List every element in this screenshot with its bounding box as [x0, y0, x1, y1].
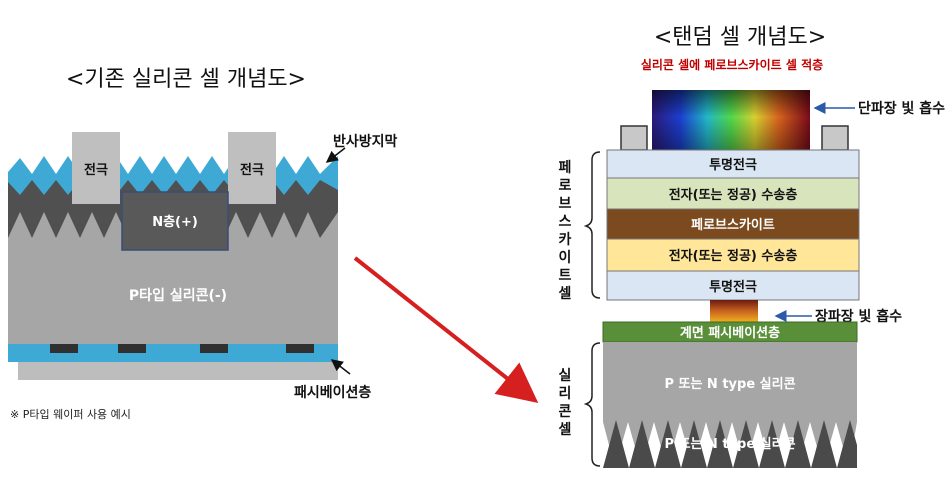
silicon-top-label: P 또는 N type 실리콘: [664, 376, 795, 392]
perovskite-bracket: [583, 151, 601, 299]
left-title: <기존 실리콘 셀 개념도>: [66, 67, 306, 92]
vlabel-char: 이: [559, 249, 572, 266]
vlabel-char: 스: [559, 214, 572, 230]
vlabel-char: 페: [559, 160, 572, 176]
top-contact-left: [620, 125, 648, 151]
vlabel-char: 셀: [559, 286, 572, 302]
silicon-body: [603, 342, 857, 420]
anti-reflection-pointer: [325, 147, 346, 163]
vlabel-char: 카: [559, 232, 572, 248]
electrode-right: [228, 132, 276, 204]
silicon-bottom-label: P 또는 N type 실리콘: [664, 436, 795, 452]
right-title: <탠덤 셀 개념도>: [654, 25, 826, 50]
vlabel-char: 실: [559, 368, 572, 384]
layer-bg: [606, 208, 860, 240]
rear-contact: [118, 344, 146, 353]
layer-label: 투명전극: [709, 157, 757, 173]
n-layer-box: [121, 191, 229, 251]
electrode-right-label: 전극: [240, 162, 264, 178]
transition-arrow: [353, 256, 539, 403]
passivation-strip: [8, 344, 338, 362]
layer-bg: [606, 149, 860, 179]
long-wave-light: [710, 300, 758, 322]
vlabel-char: 트: [559, 268, 572, 284]
electrode-left: [72, 132, 120, 204]
perovskite-stack: 투명전극 전자(또는 정공) 수송층 페로브스카이트 전자(또는 정공) 수송층…: [606, 149, 860, 301]
vlabel-char: 로: [559, 178, 572, 194]
top-contact-right: [821, 125, 849, 151]
long-wave-label: 장파장 빛 흡수: [815, 308, 902, 325]
n-layer-label: N층(+): [152, 214, 198, 230]
silicon-vertical-label: 실 리 콘 셀: [559, 368, 572, 438]
texture-teeth: [8, 212, 338, 240]
p-silicon-label: P타입 실리콘(-): [129, 288, 227, 304]
rear-contact: [286, 344, 314, 353]
layer-bg: [606, 238, 860, 272]
short-wave-label: 단파장 빛 흡수: [858, 100, 945, 117]
anti-reflection-label: 반사방지막: [333, 133, 398, 150]
rear-contact: [200, 344, 228, 353]
electrode-left-label: 전극: [84, 162, 108, 178]
silicon-texture-dark: [603, 420, 857, 468]
layer-label: 투명전극: [709, 279, 757, 295]
vlabel-char: 브: [559, 196, 572, 212]
vlabel-char: 콘: [559, 404, 572, 420]
layer-bg: [606, 177, 860, 210]
silicon-bracket: [583, 342, 601, 467]
rear-contact: [50, 344, 78, 353]
p-silicon-body: [8, 238, 338, 344]
footnote: ※ P타입 웨이퍼 사용 예시: [10, 408, 131, 421]
vlabel-char: 셀: [559, 422, 572, 438]
layer-label: 전자(또는 정공) 수송층: [669, 248, 798, 264]
interface-label: 계면 패시베이션층: [680, 325, 780, 341]
layer-label: 전자(또는 정공) 수송층: [669, 187, 798, 203]
passivation-label: 패시베이션층: [294, 384, 371, 401]
layer-label: 페로브스카이트: [691, 217, 775, 233]
perovskite-vertical-label: 페 로 브 스 카 이 트 셀: [559, 160, 572, 302]
rear-base: [18, 360, 338, 380]
right-subtitle: 실리콘 셀에 페로브스카이트 셀 적층: [641, 57, 823, 72]
light-spectrum-shade: [652, 90, 810, 150]
passivation-pointer: [330, 359, 351, 375]
vlabel-char: 리: [559, 386, 572, 402]
